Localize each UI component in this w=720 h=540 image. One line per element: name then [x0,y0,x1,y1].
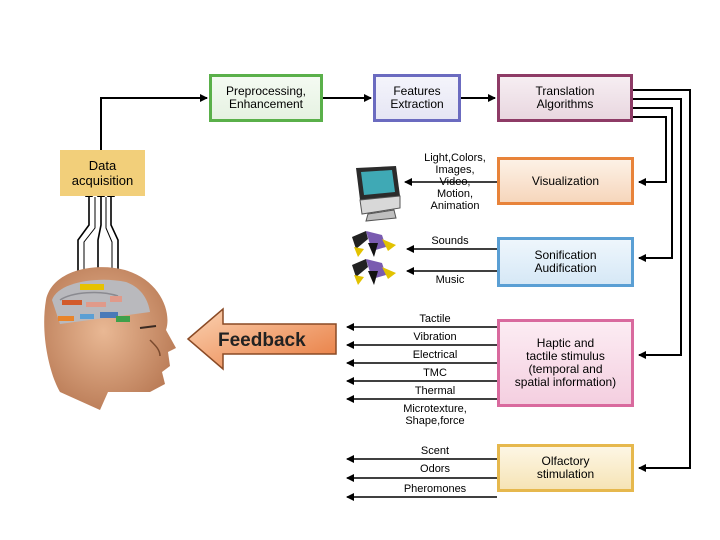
pheromones-label: Pheromones [403,483,467,495]
data-acquisition-box: Data acquisition [60,150,145,196]
translation-algorithms-label: Translation Algorithms [535,84,595,111]
tactile-label: Tactile [419,313,451,325]
scent-label: Scent [420,445,450,457]
odors-label: Odors [420,463,450,475]
features-extraction-box: Features Extraction [373,74,461,122]
microtexture-label: Microtexture, Shape,force [403,403,467,427]
preprocessing-box: Preprocessing, Enhancement [209,74,323,122]
arrow-acq-to-preproc [100,94,208,150]
feedback-label: Feedback [218,330,306,351]
haptic-box: Haptic and tactile stimulus (temporal an… [497,319,634,407]
electrical-label: Electrical [412,349,458,361]
music-label: Music [435,274,465,286]
arrow-translation-to-haptic [633,98,682,359]
thermal-label: Thermal [414,385,456,397]
arrow-translation-to-visualization [633,116,667,186]
arrow-translation-to-olfactory [633,89,691,472]
olfactory-box: Olfactory stimulation [497,444,634,492]
sonification-label: Sonification Audification [534,248,597,275]
visualization-box: Visualization [497,157,634,205]
speaker-icon-2 [352,259,396,285]
monitor-icon [356,166,401,222]
feedback-arrow: Feedback [186,307,337,371]
olfactory-label: Olfactory stimulation [536,454,595,481]
tmc-label: TMC [423,367,447,379]
visualization-label: Visualization [531,173,600,188]
vibration-label: Vibration [413,331,457,343]
speaker-icon-1 [352,231,396,257]
data-acquisition-label: Data acquisition [71,158,134,188]
brain-signal-lines [77,189,119,285]
head-illustration [44,267,176,410]
haptic-label: Haptic and tactile stimulus (temporal an… [514,336,617,389]
sonification-box: Sonification Audification [497,237,634,287]
translation-algorithms-box: Translation Algorithms [497,74,633,122]
features-extraction-label: Features Extraction [390,84,444,111]
preprocessing-label: Preprocessing, Enhancement [225,84,307,111]
arrow-translation-to-sonification [633,107,673,262]
sounds-label: Sounds [431,235,469,247]
visual-outputs-label: Light,Colors, Images, Video, Motion, Ani… [424,152,486,212]
